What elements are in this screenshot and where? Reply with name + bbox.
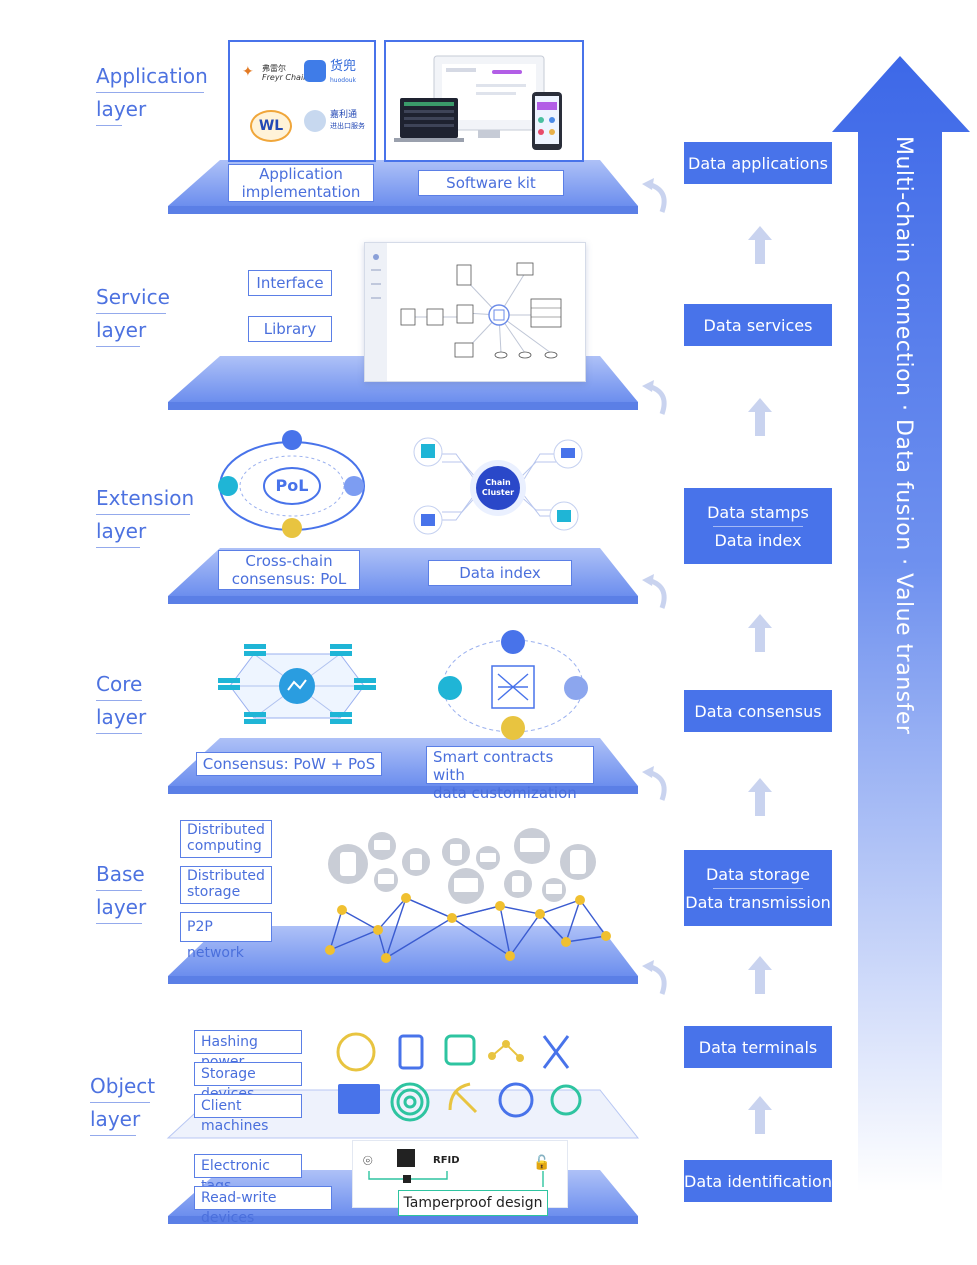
data-services-box: Data services [684, 304, 832, 346]
service-architecture-diagram [365, 243, 571, 381]
pol-orbit-diagram [218, 430, 365, 538]
ai-head-icon [498, 1082, 534, 1118]
freyr-logo-cn: 弗雷尔 [262, 64, 286, 73]
software-kit-label: Software kit [418, 170, 564, 196]
p2p-network-label: P2P network [180, 912, 272, 961]
up-arrow-icon [748, 226, 772, 264]
distributed-storage-label: Distributed storage [180, 866, 272, 904]
curl-arrow-icon [642, 960, 667, 995]
jialitong-logo-cn: 嘉利通 [330, 110, 358, 120]
data-identification-box: Data identification [684, 1160, 832, 1202]
data-terminals-box: Data terminals [684, 1026, 832, 1068]
library-label: Library [248, 316, 332, 342]
layer-name-core: Core layer [96, 668, 146, 734]
data-storage-transmission-box: Data storage Data transmission [684, 850, 832, 926]
smart-contracts-diagram [438, 630, 588, 740]
monitor-icon [338, 1084, 380, 1114]
pol-center-label: PoL [275, 476, 309, 495]
up-arrow-icon [748, 398, 772, 436]
curl-arrow-icon [642, 380, 667, 415]
data-services-label: Data services [703, 315, 813, 335]
application-implementation-label: Application implementation [228, 164, 374, 202]
globe-network-icon [336, 1032, 376, 1072]
lock-reader-icon: 🔓 [533, 1155, 551, 1171]
distributed-computing-label: Distributed computing [180, 820, 272, 858]
big-arrow-text: Multi-chain connection · Data fusion · V… [891, 136, 916, 735]
smart-contracts-label: Smart contracts with data customization [426, 746, 594, 802]
freyr-logo-en: Freyr Chain [262, 73, 309, 82]
data-applications-label: Data applications [688, 153, 828, 173]
broadcast-icon [390, 1082, 430, 1122]
cluster-icon [444, 1034, 476, 1066]
data-stamps-label: Data stamps [707, 502, 809, 522]
data-storage-label: Data storage [705, 864, 811, 884]
curl-arrow-icon [642, 574, 667, 609]
client-machines-label: Client machines [194, 1094, 302, 1134]
huodou-logo-icon [304, 60, 326, 82]
hashing-power-label: Hashing power [194, 1030, 302, 1070]
data-index-right-label: Data index [714, 530, 802, 550]
huodou-logo-en: huodouk [330, 77, 357, 84]
software-kit-panel [384, 40, 584, 162]
satellite-dish-icon [448, 1082, 478, 1114]
object-devices-icons [336, 1032, 582, 1122]
layer-name-extension: Extension layer [96, 482, 194, 548]
phone-icon [398, 1034, 424, 1070]
chip-icon [397, 1149, 415, 1167]
chain-cluster-diagram [413, 437, 583, 535]
rfid-label: RFID [433, 1155, 460, 1166]
data-stamps-index-box: Data stamps Data index [684, 488, 832, 564]
data-terminals-label: Data terminals [698, 1037, 818, 1057]
consensus-pow-pos-label: Consensus: PoW + PoS [196, 752, 382, 776]
layer-name-application: Application layer [96, 60, 208, 126]
data-transmission-label: Data transmission [685, 892, 831, 912]
service-architecture-panel [364, 242, 586, 382]
storage-devices-label: Storage devices [194, 1062, 302, 1102]
layer-name-service: Service layer [96, 281, 170, 347]
consensus-network-diagram [218, 644, 376, 724]
up-arrow-icon [748, 778, 772, 816]
layer-name-base: Base layer [96, 858, 146, 924]
layer-name-object: Object layer [90, 1070, 155, 1136]
interface-label: Interface [248, 270, 332, 296]
p2p-network-diagram [325, 828, 611, 963]
cross-chain-consensus-label: Cross-chain consensus: PoL [218, 550, 360, 590]
jialitong-logo-icon [304, 110, 326, 132]
electronic-tags-label: Electronic tags [194, 1154, 302, 1194]
data-applications-box: Data applications [684, 142, 832, 184]
signal-icon: ⌾ [363, 1151, 373, 1170]
tamperproof-panel: ⌾ RFID 🔓 [352, 1140, 568, 1208]
big-up-arrow [832, 56, 970, 1192]
tamperproof-label: Tamperproof design [398, 1190, 548, 1216]
tamper-connector [368, 1171, 544, 1187]
up-arrow-icon [748, 1096, 772, 1134]
curl-arrow-icon [642, 766, 667, 801]
world-icon [550, 1084, 582, 1116]
up-arrow-icon [748, 956, 772, 994]
data-identification-label: Data identification [684, 1171, 832, 1191]
data-index-label: Data index [428, 560, 572, 586]
up-arrow-icon [748, 614, 772, 652]
data-consensus-box: Data consensus [684, 690, 832, 732]
devices-illustration [394, 55, 562, 150]
share-nodes-icon [488, 1040, 524, 1062]
curl-arrow-icon [642, 178, 667, 213]
data-consensus-label: Data consensus [694, 701, 822, 721]
chain-cluster-label: Chain Cluster [481, 478, 515, 497]
dna-icon [542, 1035, 570, 1069]
jialitong-logo-sub: 进出口服务 [330, 122, 365, 130]
huodou-logo-cn: 货兜 [330, 59, 357, 74]
wl-logo: WL [250, 110, 292, 142]
read-write-devices-label: Read-write devices [194, 1186, 332, 1226]
logo-panel: ✦ 弗雷尔 Freyr Chain 货兜 huodouk WL 嘉利通 进出口服… [228, 40, 376, 162]
freyr-logo-icon: ✦ [242, 64, 254, 80]
